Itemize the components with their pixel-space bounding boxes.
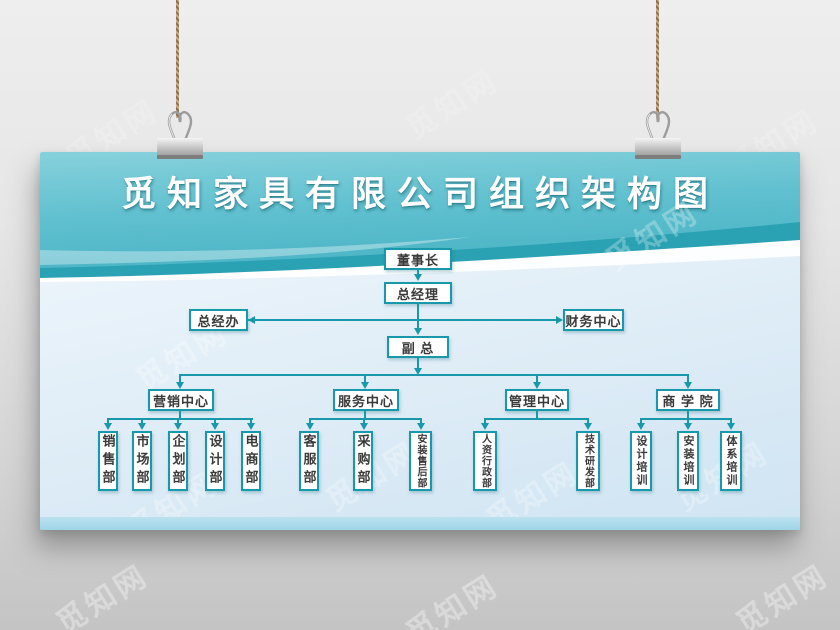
node-business-school: 商 学 院 bbox=[656, 389, 720, 411]
node-install-aftersales-dept: 安装售后部 bbox=[409, 431, 432, 491]
connector bbox=[687, 420, 689, 424]
connector bbox=[309, 418, 422, 420]
binder-clip-icon bbox=[634, 104, 682, 162]
poster-bottom-strip bbox=[40, 517, 800, 530]
node-rnd-dept: 技术研发部 bbox=[576, 431, 600, 491]
connector-arrowhead bbox=[727, 423, 735, 430]
connector bbox=[687, 411, 689, 419]
hanging-string-left bbox=[176, 0, 179, 118]
connector-arrowhead bbox=[138, 423, 146, 430]
connector bbox=[107, 420, 109, 424]
connector-arrowhead bbox=[414, 328, 422, 335]
connector-arrowhead bbox=[414, 368, 422, 375]
connector-arrowhead bbox=[176, 382, 184, 389]
connector bbox=[179, 374, 689, 376]
connector-arrowhead bbox=[361, 382, 369, 389]
connector bbox=[309, 420, 311, 424]
connector-arrowhead bbox=[417, 423, 425, 430]
connector bbox=[640, 418, 732, 420]
node-label: 设计培训 bbox=[635, 435, 647, 487]
connector bbox=[687, 376, 689, 383]
binder-clip-icon bbox=[156, 104, 204, 162]
node-ecommerce-dept: 电商部 bbox=[241, 431, 261, 491]
connector-arrowhead bbox=[637, 423, 645, 430]
node-planning-dept: 企划部 bbox=[168, 431, 188, 491]
connector bbox=[177, 420, 179, 424]
connector bbox=[417, 358, 419, 369]
connector bbox=[364, 411, 366, 419]
page-title: 觅知家具有限公司组织架构图 bbox=[120, 175, 719, 214]
connector-arrowhead bbox=[360, 423, 368, 430]
node-label: 人资行政部 bbox=[479, 433, 491, 489]
node-label: 设计部 bbox=[207, 434, 223, 488]
node-purchasing-dept: 采购部 bbox=[353, 431, 373, 491]
node-management-center: 管理中心 bbox=[505, 389, 569, 411]
connector bbox=[536, 411, 538, 419]
connector-arrowhead bbox=[414, 274, 422, 281]
node-sales-dept: 销售部 bbox=[98, 431, 118, 491]
node-label: 客服部 bbox=[301, 434, 317, 488]
node-hr-admin-dept: 人资行政部 bbox=[473, 431, 497, 491]
connector bbox=[250, 420, 252, 424]
connector-arrowhead bbox=[481, 423, 489, 430]
node-finance-center: 财务中心 bbox=[563, 309, 624, 331]
node-install-training: 安装培训 bbox=[677, 431, 699, 491]
connector bbox=[364, 376, 366, 383]
connector bbox=[141, 420, 143, 424]
node-design-training: 设计培训 bbox=[630, 431, 652, 491]
node-customer-service-dept: 客服部 bbox=[299, 431, 319, 491]
node-gm-office: 总经办 bbox=[189, 309, 248, 331]
node-label: 安装售后部 bbox=[415, 433, 426, 489]
node-label: 体系培训 bbox=[725, 435, 737, 487]
node-general-manager: 总经理 bbox=[384, 282, 452, 304]
hanging-string-right bbox=[656, 0, 659, 118]
connector bbox=[363, 420, 365, 424]
connector bbox=[484, 420, 486, 424]
connector-arrowhead bbox=[556, 316, 563, 324]
connector bbox=[536, 376, 538, 383]
watermark: 觅知网 bbox=[730, 558, 835, 630]
connector-arrowhead bbox=[306, 423, 314, 430]
connector bbox=[179, 376, 181, 383]
org-chart: 董事长 总经理 总经办 财务中心 副 总 营销中心 服务中心 管理中心 商 学 … bbox=[40, 152, 800, 530]
connector bbox=[730, 420, 732, 424]
org-chart-poster: 觅知家具有限公司组织架构图 觅知网 觅知网 觅知网 觅知网 觅知网 觅知网 董事… bbox=[40, 152, 800, 530]
connector-arrowhead bbox=[211, 423, 219, 430]
connector-arrowhead bbox=[104, 423, 112, 430]
connector bbox=[417, 270, 419, 275]
connector bbox=[420, 420, 422, 424]
connector bbox=[640, 420, 642, 424]
connector bbox=[417, 304, 419, 329]
node-label: 安装培训 bbox=[682, 435, 694, 487]
node-market-dept: 市场部 bbox=[132, 431, 152, 491]
connector-arrowhead bbox=[684, 423, 692, 430]
connector bbox=[179, 411, 181, 419]
connector-arrowhead bbox=[247, 423, 255, 430]
connector-arrowhead bbox=[533, 382, 541, 389]
node-label: 技术研发部 bbox=[582, 433, 594, 489]
connector bbox=[214, 420, 216, 424]
watermark: 觅知网 bbox=[50, 558, 155, 630]
node-design-dept: 设计部 bbox=[205, 431, 225, 491]
connector bbox=[248, 319, 558, 321]
node-label: 企划部 bbox=[170, 434, 186, 488]
connector-arrowhead bbox=[684, 382, 692, 389]
connector bbox=[107, 418, 253, 420]
connector bbox=[587, 420, 589, 424]
connector-arrowhead bbox=[584, 423, 592, 430]
node-label: 采购部 bbox=[355, 434, 371, 488]
node-deputy-gm: 副 总 bbox=[387, 336, 449, 358]
connector bbox=[484, 418, 589, 420]
node-service-center: 服务中心 bbox=[333, 389, 399, 411]
node-label: 电商部 bbox=[243, 434, 259, 488]
watermark: 觅知网 bbox=[400, 63, 505, 146]
connector-arrowhead bbox=[248, 316, 255, 324]
connector-arrowhead bbox=[174, 423, 182, 430]
node-marketing-center: 营销中心 bbox=[148, 389, 214, 411]
node-system-training: 体系培训 bbox=[720, 431, 742, 491]
node-chairman: 董事长 bbox=[384, 248, 452, 270]
watermark: 觅知网 bbox=[400, 568, 505, 630]
node-label: 销售部 bbox=[100, 434, 116, 488]
node-label: 市场部 bbox=[134, 434, 150, 488]
